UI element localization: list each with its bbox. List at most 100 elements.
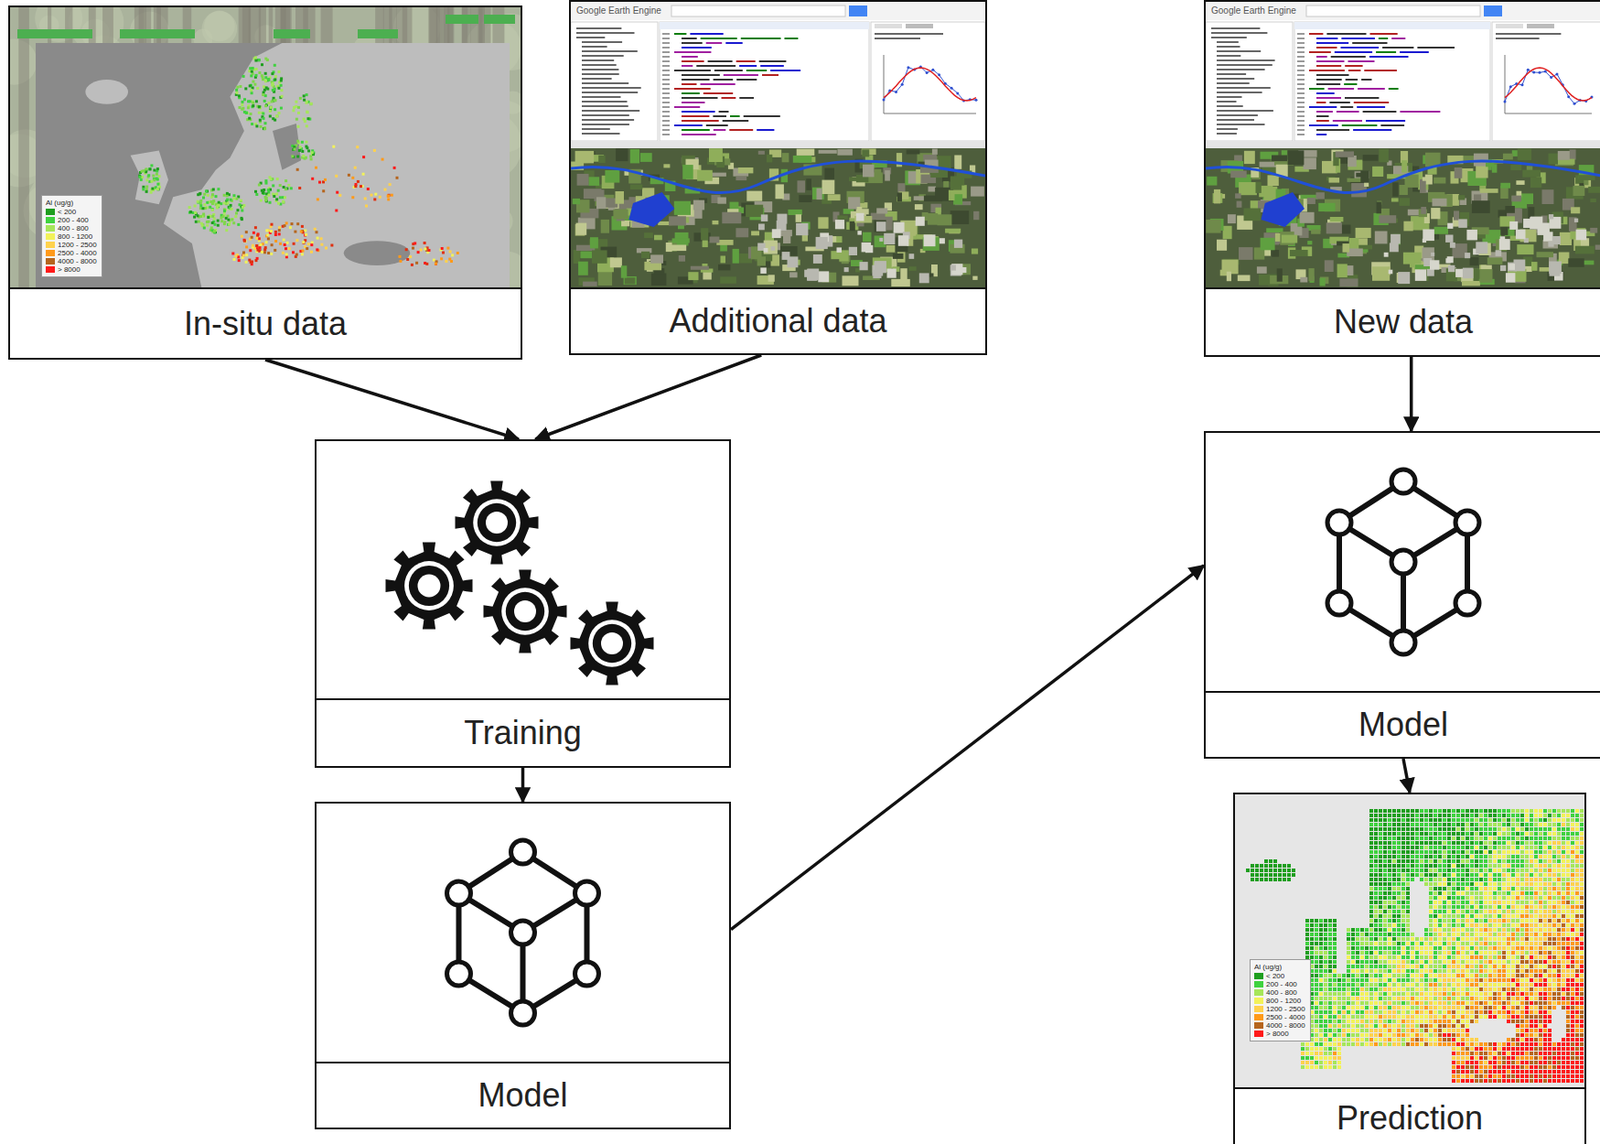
code-text	[1328, 87, 1355, 90]
sample-dot	[263, 247, 267, 251]
sample-dot	[236, 85, 239, 89]
urban-area	[1574, 218, 1579, 223]
map-cell	[1488, 808, 1493, 813]
chart-series	[1504, 69, 1592, 104]
sample-dot	[223, 209, 226, 213]
field-patch	[575, 150, 595, 164]
sample-dot	[255, 99, 258, 103]
urban-area	[758, 224, 765, 231]
sample-dot	[215, 205, 219, 209]
sample-dot	[148, 167, 151, 171]
sample-dot	[264, 75, 268, 79]
app-button	[357, 29, 398, 39]
code-text	[719, 110, 730, 113]
field-patch	[1339, 278, 1358, 287]
map-cell	[1438, 808, 1442, 813]
sample-dot	[270, 72, 274, 76]
field-patch	[1363, 182, 1369, 187]
field-patch	[1226, 271, 1232, 282]
sample-dot	[269, 106, 273, 109]
field-patch	[1374, 231, 1388, 245]
map-cell	[1378, 817, 1383, 822]
map-cell	[1451, 817, 1456, 822]
sample-dot	[144, 167, 148, 171]
code-text	[1399, 51, 1429, 54]
field-patch	[1299, 277, 1308, 283]
field-patch	[588, 176, 600, 186]
text-line	[1495, 37, 1540, 40]
sample-dot	[274, 230, 278, 234]
field-patch	[578, 261, 589, 276]
field-patch	[1530, 177, 1542, 189]
sample-dot	[456, 251, 460, 255]
sample-dot	[193, 215, 196, 219]
map-cell	[1406, 813, 1410, 817]
field-patch	[1430, 207, 1440, 219]
field-patch	[615, 148, 628, 162]
urban-area	[1390, 234, 1401, 245]
text-line	[1495, 32, 1561, 35]
sample-dot	[294, 100, 298, 104]
map-cell	[1511, 808, 1515, 813]
sample-dot	[366, 187, 370, 191]
field-patch	[1355, 227, 1372, 238]
map-cell	[1456, 813, 1461, 817]
field-patch	[1320, 278, 1326, 287]
field-patch	[973, 211, 979, 220]
map-cell	[1401, 817, 1406, 822]
sample-dot	[305, 124, 309, 128]
line-number	[662, 78, 670, 81]
legend-row: 400 - 800	[45, 224, 97, 233]
sample-dot	[267, 236, 270, 240]
sample-dot	[223, 193, 226, 197]
code-panel	[659, 21, 870, 141]
field-patch	[1376, 202, 1382, 215]
map-cell	[1524, 808, 1529, 813]
line-number	[662, 87, 670, 90]
legend-row: 1200 - 2500	[45, 240, 97, 249]
label-band: Model	[316, 1061, 730, 1128]
sample-dot	[388, 182, 392, 186]
sample-dot	[236, 255, 240, 258]
sample-dot	[225, 228, 228, 232]
field-patch	[1330, 216, 1344, 222]
field-patch	[1299, 212, 1315, 224]
sample-dot	[260, 63, 264, 66]
field-patch	[735, 227, 749, 237]
text-line	[581, 82, 629, 85]
field-patch	[665, 242, 673, 252]
sample-dot	[274, 75, 278, 78]
code-text	[760, 64, 784, 67]
sample-dot	[256, 234, 259, 237]
urban-area	[893, 222, 905, 234]
text-line	[1216, 96, 1243, 98]
sample-dot	[304, 140, 308, 144]
gears-illustration	[316, 440, 730, 698]
map-cell	[1387, 808, 1392, 813]
text-line	[1216, 41, 1239, 43]
sample-dot	[264, 195, 268, 199]
legend-swatch	[45, 233, 55, 240]
sample-dot	[300, 230, 303, 234]
code-text	[759, 60, 787, 63]
line-number	[1297, 101, 1305, 104]
chart-axis	[1504, 113, 1592, 115]
urban-area	[806, 268, 819, 281]
map-cell	[1566, 808, 1570, 813]
urban-area	[950, 265, 956, 271]
sample-dot	[259, 125, 263, 129]
code-text	[756, 128, 774, 131]
text-line	[1216, 123, 1266, 126]
field-patch	[971, 248, 978, 255]
field-patch	[953, 193, 963, 205]
sample-dot	[223, 201, 226, 205]
text-line	[576, 27, 622, 30]
field-patch	[927, 213, 938, 226]
sample-dot	[305, 246, 309, 250]
sample-dot	[347, 173, 351, 177]
sample-dot	[270, 99, 274, 103]
map-cell	[1520, 808, 1525, 813]
code-text	[1309, 124, 1339, 127]
line-number	[662, 96, 670, 99]
field-patch	[1461, 280, 1481, 286]
